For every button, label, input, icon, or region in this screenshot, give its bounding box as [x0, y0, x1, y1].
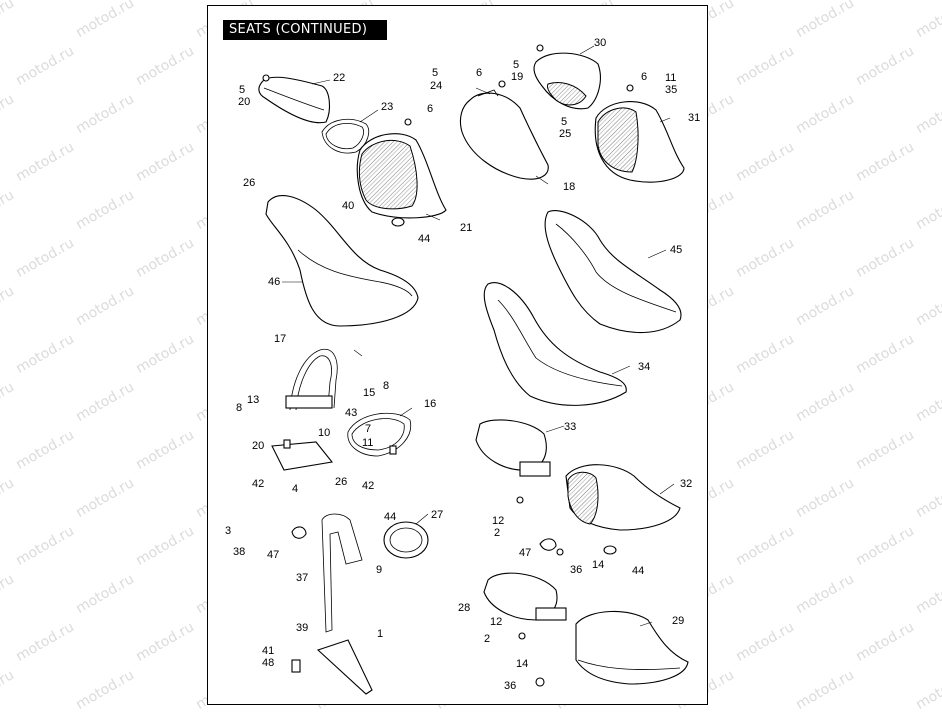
part-29-studded-seat — [575, 610, 689, 685]
callout-44: 44 — [632, 565, 644, 577]
callout-31: 31 — [688, 112, 700, 124]
callout-3: 3 — [225, 525, 231, 537]
callout-34: 34 — [638, 361, 650, 373]
part-32-studded-seat — [565, 464, 681, 531]
callout-27: 27 — [431, 509, 443, 521]
callout-9: 9 — [376, 564, 382, 576]
callout-5: 5 — [561, 116, 567, 128]
callout-23: 23 — [381, 101, 393, 113]
callout-18: 18 — [563, 181, 575, 193]
callout-36: 36 — [504, 680, 516, 692]
callout-8: 8 — [383, 380, 389, 392]
part-16-strap — [347, 412, 412, 457]
callout-11: 11 — [362, 437, 373, 449]
callout-16: 16 — [424, 398, 436, 410]
callout-32: 32 — [680, 478, 692, 490]
part-37-backrest-upright — [316, 513, 373, 695]
callout-10: 10 — [318, 427, 330, 439]
callout-5: 5 — [239, 84, 245, 96]
callout-48: 48 — [262, 657, 274, 669]
callout-42: 42 — [362, 480, 374, 492]
callout-12: 12 — [492, 515, 504, 527]
callout-26: 26 — [335, 476, 347, 488]
callout-28: 28 — [458, 602, 470, 614]
callout-30: 30 — [594, 37, 606, 49]
callout-17: 17 — [274, 333, 286, 345]
callout-29: 29 — [672, 615, 684, 627]
callout-47: 47 — [519, 547, 531, 559]
callout-13: 13 — [247, 394, 259, 406]
callout-44: 44 — [418, 233, 430, 245]
part-33-pillion-pad — [475, 419, 551, 477]
callout-14: 14 — [516, 658, 528, 670]
callout-46: 46 — [268, 276, 280, 288]
callout-4: 4 — [292, 483, 298, 495]
part-31-seat — [594, 101, 685, 183]
callout-35: 35 — [665, 84, 677, 96]
part-27-backrest-pad — [383, 521, 429, 559]
leader-lines — [282, 45, 675, 627]
part-18-solo-seat — [459, 89, 549, 180]
callout-15: 15 — [363, 387, 375, 399]
callout-22: 22 — [333, 72, 345, 84]
part-28-pillion — [483, 572, 567, 621]
callout-20: 20 — [238, 96, 250, 108]
part-23-strap — [321, 118, 370, 154]
callout-8: 8 — [236, 402, 242, 414]
callout-6: 6 — [476, 67, 482, 79]
callout-7: 7 — [365, 423, 371, 435]
callout-14: 14 — [592, 559, 604, 571]
callout-41: 41 — [262, 645, 274, 657]
part-45-dual-seat — [544, 210, 682, 334]
callout-2: 2 — [484, 633, 490, 645]
callout-5: 5 — [432, 67, 438, 79]
callout-36: 36 — [570, 564, 582, 576]
callout-12: 12 — [490, 616, 502, 628]
part-46-dual-seat — [265, 195, 419, 327]
callout-11: 11 — [665, 72, 676, 84]
part-30-pillion — [533, 52, 601, 110]
part-26-plate — [271, 441, 334, 471]
callout-21: 21 — [460, 222, 472, 234]
callout-20: 20 — [252, 440, 264, 452]
section-title: SEATS (CONTINUED) — [223, 20, 387, 40]
callout-2: 2 — [494, 527, 500, 539]
callout-43: 43 — [345, 407, 357, 419]
callout-39: 39 — [296, 622, 308, 634]
callout-6: 6 — [427, 103, 433, 115]
callout-38: 38 — [233, 546, 245, 558]
callout-42: 42 — [252, 478, 264, 490]
callout-33: 33 — [564, 421, 576, 433]
callout-1: 1 — [377, 628, 383, 640]
callout-26: 26 — [243, 177, 255, 189]
callout-37: 37 — [296, 572, 308, 584]
callout-labels: 5 20 22 23 5 24 6 6 19 5 30 6 11 35 5 25… — [225, 37, 700, 692]
part-17-sissy-bar — [285, 348, 338, 411]
callout-44: 44 — [384, 511, 396, 523]
callout-5: 5 — [513, 59, 519, 71]
callout-25: 25 — [559, 128, 571, 140]
callout-40: 40 — [342, 200, 354, 212]
callout-45: 45 — [670, 244, 682, 256]
part-34-dual-seat — [483, 282, 627, 406]
callout-19: 19 — [511, 71, 523, 83]
callout-24: 24 — [430, 80, 442, 92]
callout-47: 47 — [267, 549, 279, 561]
callout-6: 6 — [641, 71, 647, 83]
hardware-small-parts — [262, 44, 634, 687]
part-22-pillion-pad — [258, 76, 331, 124]
part-21-solo-seat — [356, 133, 447, 219]
